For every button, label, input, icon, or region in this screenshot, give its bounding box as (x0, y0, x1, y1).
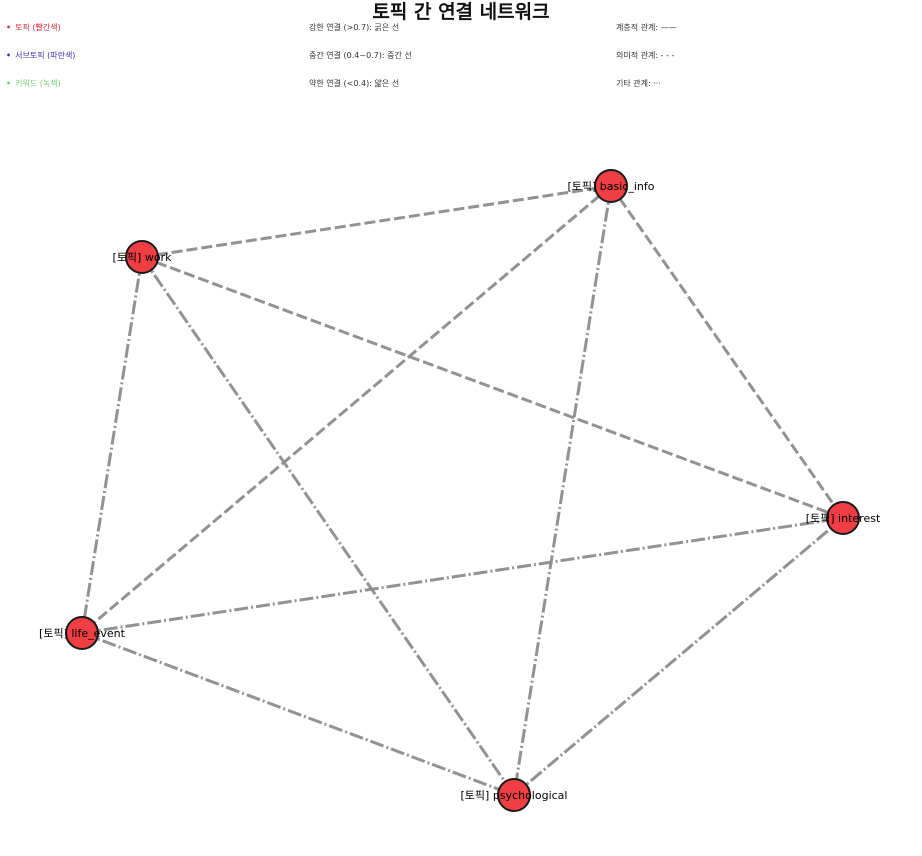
legend-relation-other: 기타 관계: ··· (616, 79, 661, 88)
legend-bullet: • (6, 23, 12, 32)
node-life_event[interactable] (65, 616, 99, 650)
node-label-work: [토픽] work (113, 251, 173, 264)
edge-basic_info-psychological (512, 185, 613, 796)
edge-work-interest (141, 255, 844, 520)
node-label-life_event: [토픽] life_event (39, 627, 126, 640)
legend-strength-strong: 강한 연결 (>0.7): 굵은 선 (309, 23, 400, 32)
legend-keyword: •키워드 (녹색) (6, 78, 61, 89)
legend-keyword-label: 키워드 (녹색) (15, 79, 61, 88)
node-work[interactable] (125, 240, 159, 274)
edge-psychological-interest (513, 516, 844, 797)
legend-bullet: • (6, 79, 12, 88)
edge-life_event-interest (81, 516, 844, 635)
legend-subtopic: •서브토픽 (파란색) (6, 50, 75, 61)
edge-life_event-psychological (81, 631, 515, 797)
legend-strength-medium: 중간 연결 (0.4~0.7): 중간 선 (309, 51, 412, 60)
edge-basic_info-life_event (81, 184, 612, 635)
legend-bullet: • (6, 51, 12, 60)
node-label-basic_info: [토픽] basic_info (567, 180, 654, 193)
legend-relation-semantic: 의미적 관계: - - - (616, 51, 675, 60)
edge-basic_info-interest (609, 185, 845, 519)
edge-work-psychological (140, 256, 516, 796)
node-label-interest: [토픽] interest (806, 512, 881, 525)
edge-work-basic_info (141, 184, 612, 259)
legend-topic: •토픽 (빨간색) (6, 22, 61, 33)
node-psychological[interactable] (497, 778, 531, 812)
legend-subtopic-label: 서브토픽 (파란색) (15, 51, 76, 60)
node-label-psychological: [토픽] psychological (461, 789, 568, 802)
chart-title: 토픽 간 연결 네트워크 (372, 1, 550, 23)
legend-strength-weak: 약한 연결 (<0.4): 얇은 선 (309, 79, 400, 88)
edge-work-life_event (80, 256, 144, 634)
legend-topic-label: 토픽 (빨간색) (15, 23, 61, 32)
legend-relation-hierarchical: 계층적 관계: —— (616, 23, 677, 32)
node-basic_info[interactable] (594, 169, 628, 203)
edges-layer (80, 184, 845, 797)
node-interest[interactable] (826, 501, 860, 535)
nodes-layer: [토픽] basic_info [토픽] work [토픽] interest [토픽… (39, 169, 881, 812)
